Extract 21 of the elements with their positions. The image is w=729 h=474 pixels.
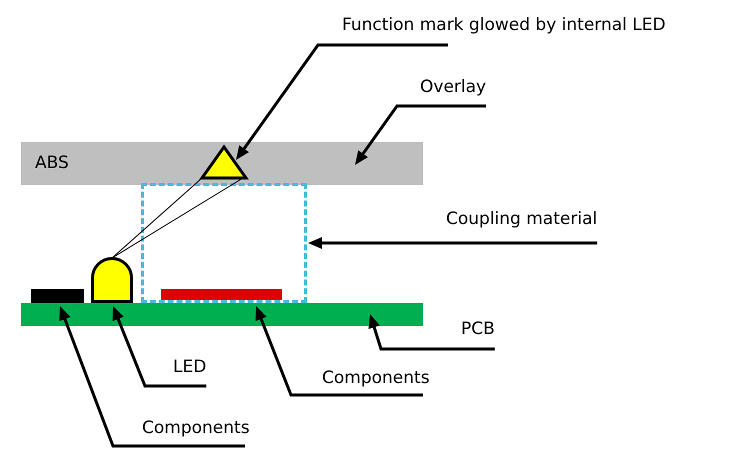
leader-line [59,306,245,448]
callout-label: LED [173,357,206,384]
component-block [31,289,84,303]
callout-label: PCB [461,319,495,348]
leader-line [308,237,598,249]
callout-label: Overlay [420,77,486,104]
led-symbol [91,257,133,303]
leader-line [256,306,423,396]
callout-label: Components [142,418,250,444]
leader-line [368,314,495,350]
leader-line [355,104,486,166]
triangle-mark [198,143,250,182]
light-ray [112,178,244,258]
layer-label: ABS [35,153,69,173]
callout-label: Coupling material [446,209,598,242]
leader-line [112,306,206,388]
callout-label: Components [322,368,430,394]
component-block [161,289,282,300]
circuit-board [21,303,423,326]
overlay-layer [21,142,423,185]
callout-label: Function mark glowed by internal LED [342,15,666,44]
